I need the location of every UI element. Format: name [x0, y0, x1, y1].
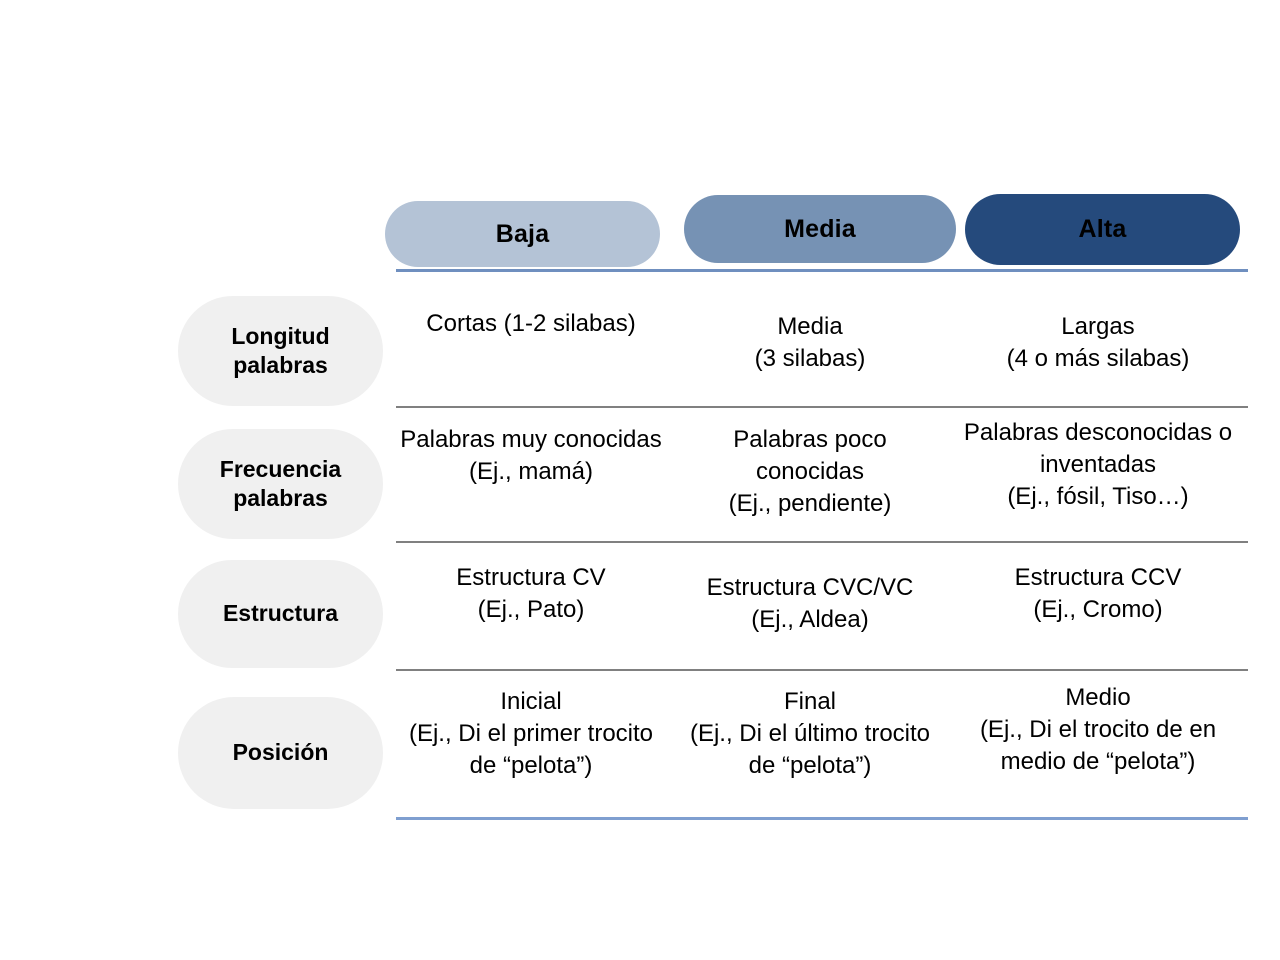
footer-divider [396, 817, 1248, 820]
table-cell: Estructura CV(Ej., Pato) [456, 564, 606, 623]
row-label-frecuencia-palabras-text: Frecuencia palabras [219, 455, 342, 511]
column-header-media-label: Media [784, 214, 856, 243]
table-cell: Palabras poco conocidas(Ej., pendiente) [728, 426, 892, 517]
table-cell: Cortas (1-2 silabas) [426, 310, 636, 337]
column-header-baja-label: Baja [495, 219, 550, 248]
row-label-longitud-palabras: Longitud palabras [178, 296, 383, 406]
table-cell: Estructura CCV(Ej., Cromo) [1014, 564, 1182, 623]
table-cell: Inicial(Ej., Di el primer trocito de “pe… [408, 688, 654, 779]
table-cell: Estructura CVC/VC(Ej., Aldea) [706, 574, 914, 633]
table-cell: Largas(4 o más silabas) [1006, 313, 1190, 372]
table-cell: Palabras desconocidas o inventadas(Ej., … [963, 419, 1233, 510]
row-label-estructura-text: Estructura [222, 600, 339, 627]
table-cell: Palabras muy conocidas(Ej., mamá) [400, 426, 662, 485]
row-label-estructura: Estructura [178, 560, 383, 668]
row-label-posicion-text: Posición [232, 739, 329, 766]
row-divider [396, 406, 1248, 408]
column-header-alta: Alta [965, 194, 1240, 265]
column-header-media: Media [684, 195, 956, 263]
table-cell: Media(3 silabas) [754, 313, 866, 372]
row-divider [396, 669, 1248, 671]
table-cell: Final(Ej., Di el último trocito de “pelo… [689, 688, 931, 779]
row-label-frecuencia-palabras: Frecuencia palabras [178, 429, 383, 539]
header-divider [396, 269, 1248, 272]
row-divider [396, 541, 1248, 543]
column-header-alta-label: Alta [1078, 215, 1127, 243]
column-header-baja: Baja [385, 201, 660, 267]
row-label-posicion: Posición [178, 697, 383, 809]
row-label-longitud-palabras-text: Longitud palabras [231, 322, 330, 378]
table-cell: Medio(Ej., Di el trocito de en medio de … [979, 684, 1217, 775]
